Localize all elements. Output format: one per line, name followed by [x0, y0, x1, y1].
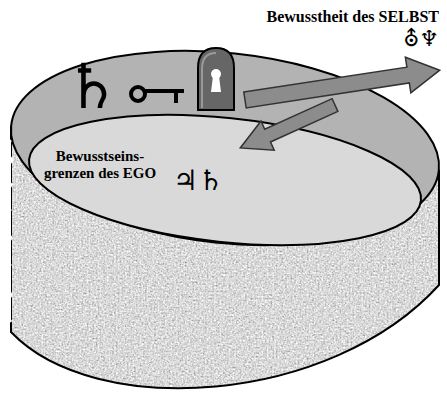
ego-label: Bewusstseins- grenzen des EGO [30, 148, 170, 183]
inner-disk: Bewusstseins- grenzen des EGO♃♄ [25, 115, 425, 245]
key-icon [131, 87, 184, 103]
planet-symbols: ⛢♆ [403, 28, 439, 50]
door-icon [198, 48, 234, 110]
arrow-in [234, 90, 342, 162]
planet-symbols: ♃♄ [168, 167, 228, 195]
arrow-out [242, 52, 442, 117]
self-label: Bewusstheit des SELBST [267, 8, 440, 26]
saturn-symbol: ♄ [57, 56, 127, 118]
